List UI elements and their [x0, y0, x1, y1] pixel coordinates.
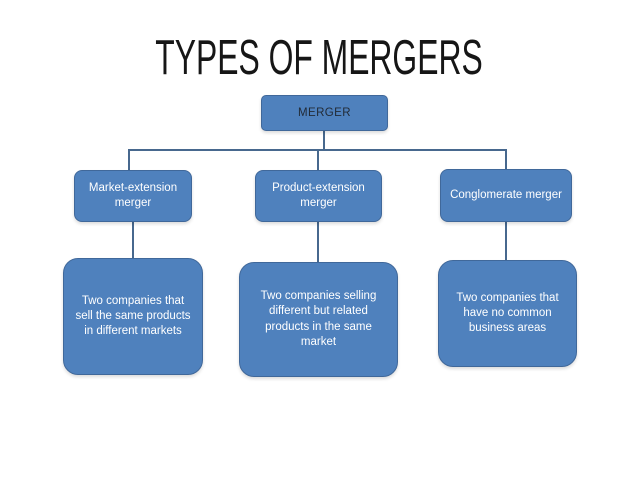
connector-root-stem — [323, 131, 325, 150]
connector-drop-left — [128, 149, 130, 170]
node-product-extension-label: Product-extension merger — [272, 182, 365, 209]
node-market-extension-description: Two companies that sell the same product… — [63, 258, 203, 375]
conglomerate-description-text: Two companies that have no common busine… — [456, 291, 559, 335]
node-market-extension-label: Market-extension merger — [88, 182, 178, 209]
connector-stem-right — [505, 222, 507, 260]
node-merger-root-label: MERGER — [298, 107, 351, 119]
connector-drop-middle — [317, 149, 319, 170]
node-product-extension-description: Two companies selling different but rela… — [239, 262, 398, 377]
node-merger-root: MERGER — [261, 95, 388, 131]
node-conglomerate-description: Two companies that have no common busine… — [438, 260, 577, 367]
connector-stem-middle — [317, 222, 319, 262]
node-conglomerate-label: Conglomerate merger — [450, 188, 562, 201]
connector-stem-left — [132, 222, 134, 258]
product-extension-description-text: Two companies selling different but rela… — [260, 290, 377, 348]
market-extension-description-text: Two companies that sell the same product… — [75, 294, 191, 338]
connector-drop-right — [505, 149, 507, 169]
node-product-extension: Product-extension merger — [255, 170, 382, 222]
page-title: TYPES OF MERGERS — [155, 31, 483, 85]
node-market-extension: Market-extension merger — [74, 170, 192, 222]
node-conglomerate: Conglomerate merger — [440, 169, 572, 222]
